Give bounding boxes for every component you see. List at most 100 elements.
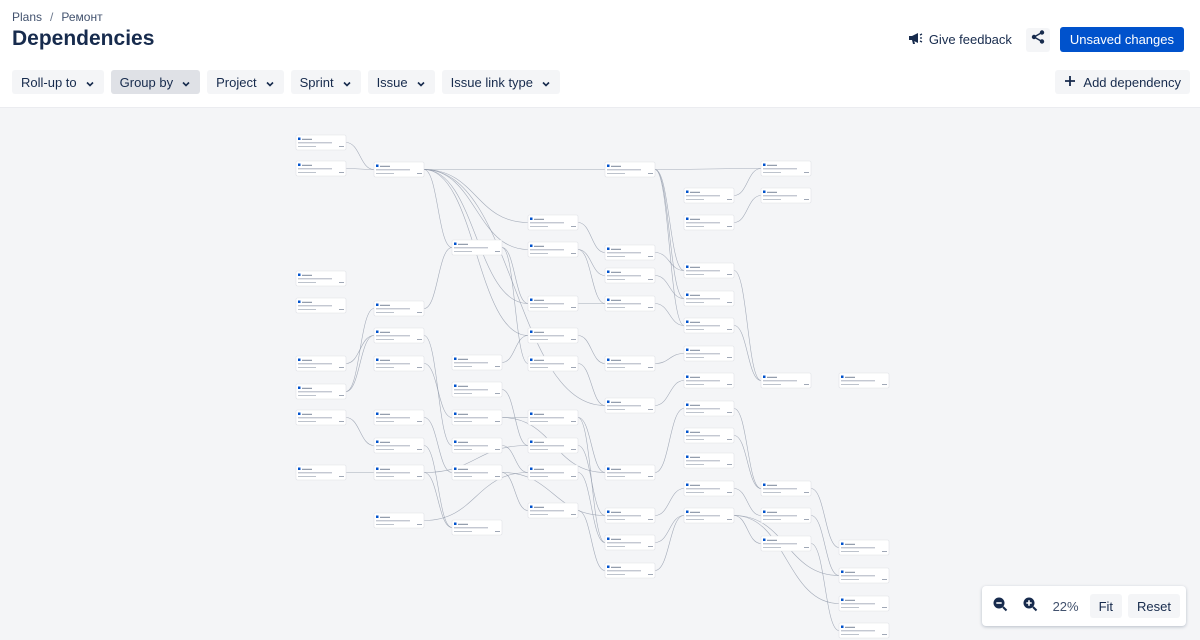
zoom-in-button[interactable] <box>1018 594 1042 618</box>
issue-card[interactable] <box>683 507 735 524</box>
dependency-edge[interactable] <box>577 222 606 253</box>
dependency-edge[interactable] <box>577 472 606 543</box>
dependency-edge[interactable] <box>501 472 529 511</box>
dependency-edge[interactable] <box>733 195 762 223</box>
issue-card[interactable] <box>683 345 735 362</box>
issue-card[interactable] <box>373 300 425 317</box>
unsaved-changes-button[interactable]: Unsaved changes <box>1059 27 1184 52</box>
dependency-edge[interactable] <box>345 335 375 392</box>
dependency-edge[interactable] <box>345 417 375 446</box>
roll-up-to-filter[interactable]: Roll-up to <box>12 70 104 94</box>
issue-card[interactable] <box>373 512 425 529</box>
issue-card[interactable] <box>838 539 890 556</box>
issue-card[interactable] <box>451 381 503 398</box>
dependency-edge[interactable] <box>423 169 606 406</box>
dependency-edge[interactable] <box>733 168 762 196</box>
issue-card[interactable] <box>295 297 347 314</box>
dependency-edge[interactable] <box>733 270 762 381</box>
issue-card[interactable] <box>451 239 503 256</box>
reset-button[interactable]: Reset <box>1128 594 1180 618</box>
dependency-edge[interactable] <box>654 353 685 364</box>
issue-card[interactable] <box>683 214 735 231</box>
issue-card[interactable] <box>527 437 579 454</box>
issue-card[interactable] <box>527 502 579 519</box>
fit-button[interactable]: Fit <box>1089 594 1123 618</box>
issue-card[interactable] <box>295 464 347 481</box>
issue-card[interactable] <box>373 327 425 344</box>
issue-card[interactable] <box>604 355 656 372</box>
dependency-graph-canvas[interactable] <box>0 107 1200 640</box>
issue-card[interactable] <box>604 562 656 579</box>
issue-card[interactable] <box>451 464 503 481</box>
issue-card[interactable] <box>604 295 656 312</box>
dependency-edge[interactable] <box>501 445 529 473</box>
issue-card[interactable] <box>760 507 812 524</box>
dependency-edge[interactable] <box>733 488 762 516</box>
issue-card[interactable] <box>760 160 812 177</box>
issue-card[interactable] <box>373 464 425 481</box>
issue-card[interactable] <box>295 355 347 372</box>
group-by-filter[interactable]: Group by <box>110 70 201 94</box>
dependency-edge[interactable] <box>577 249 606 304</box>
issue-card[interactable] <box>683 262 735 279</box>
project-filter[interactable]: Project <box>207 70 284 94</box>
breadcrumb-plans-link[interactable]: Plans <box>12 10 43 24</box>
issue-filter[interactable]: Issue <box>367 70 435 94</box>
issue-card[interactable] <box>527 295 579 312</box>
issue-card[interactable] <box>373 355 425 372</box>
issue-card[interactable] <box>527 464 579 481</box>
dependency-edge[interactable] <box>501 335 529 363</box>
issue-card[interactable] <box>683 452 735 469</box>
issue-card[interactable] <box>760 372 812 389</box>
dependency-edge[interactable] <box>733 515 840 604</box>
issue-card[interactable] <box>451 519 503 536</box>
issue-card[interactable] <box>760 187 812 204</box>
dependency-edge[interactable] <box>654 408 685 473</box>
dependency-edge[interactable] <box>423 445 453 528</box>
dependency-edge[interactable] <box>654 488 685 516</box>
issue-card[interactable] <box>683 317 735 334</box>
dependency-edge[interactable] <box>577 510 606 571</box>
dependency-edge[interactable] <box>654 275 685 299</box>
breadcrumb-plan-link[interactable]: Ремонт <box>61 10 103 24</box>
issue-card[interactable] <box>760 480 812 497</box>
issue-card[interactable] <box>604 244 656 261</box>
issue-card[interactable] <box>373 161 425 178</box>
issue-card[interactable] <box>760 535 812 552</box>
dependency-edge[interactable] <box>423 445 529 473</box>
dependency-edge[interactable] <box>733 408 762 489</box>
dependency-edge[interactable] <box>423 472 453 528</box>
issue-card[interactable] <box>838 622 890 639</box>
dependency-edge[interactable] <box>345 308 375 392</box>
issue-card[interactable] <box>527 214 579 231</box>
issue-card[interactable] <box>604 507 656 524</box>
issue-card[interactable] <box>451 409 503 426</box>
dependency-edge[interactable] <box>810 543 840 631</box>
dependency-edge[interactable] <box>577 363 606 406</box>
give-feedback-button[interactable]: Give feedback <box>903 30 1016 49</box>
dependency-edge[interactable] <box>733 435 762 489</box>
issue-card[interactable] <box>683 187 735 204</box>
issue-card[interactable] <box>604 161 656 178</box>
dependency-edge[interactable] <box>810 488 840 548</box>
issue-card[interactable] <box>373 409 425 426</box>
dependency-edge[interactable] <box>654 303 685 326</box>
dependency-edge[interactable] <box>654 168 762 170</box>
dependency-edge[interactable] <box>733 325 762 381</box>
issue-card[interactable] <box>527 355 579 372</box>
zoom-out-button[interactable] <box>988 594 1012 618</box>
dependency-edge[interactable] <box>501 247 529 304</box>
issue-card[interactable] <box>683 427 735 444</box>
dependency-edge[interactable] <box>654 380 685 406</box>
issue-card[interactable] <box>451 354 503 371</box>
issue-card[interactable] <box>683 400 735 417</box>
add-dependency-button[interactable]: Add dependency <box>1055 70 1190 94</box>
issue-card[interactable] <box>527 327 579 344</box>
issue-card[interactable] <box>295 383 347 400</box>
share-button[interactable] <box>1025 27 1050 52</box>
dependency-edge[interactable] <box>423 169 529 223</box>
issue-card[interactable] <box>373 437 425 454</box>
dependency-edge[interactable] <box>423 247 453 309</box>
dependency-edge[interactable] <box>654 252 685 271</box>
issue-card[interactable] <box>683 372 735 389</box>
